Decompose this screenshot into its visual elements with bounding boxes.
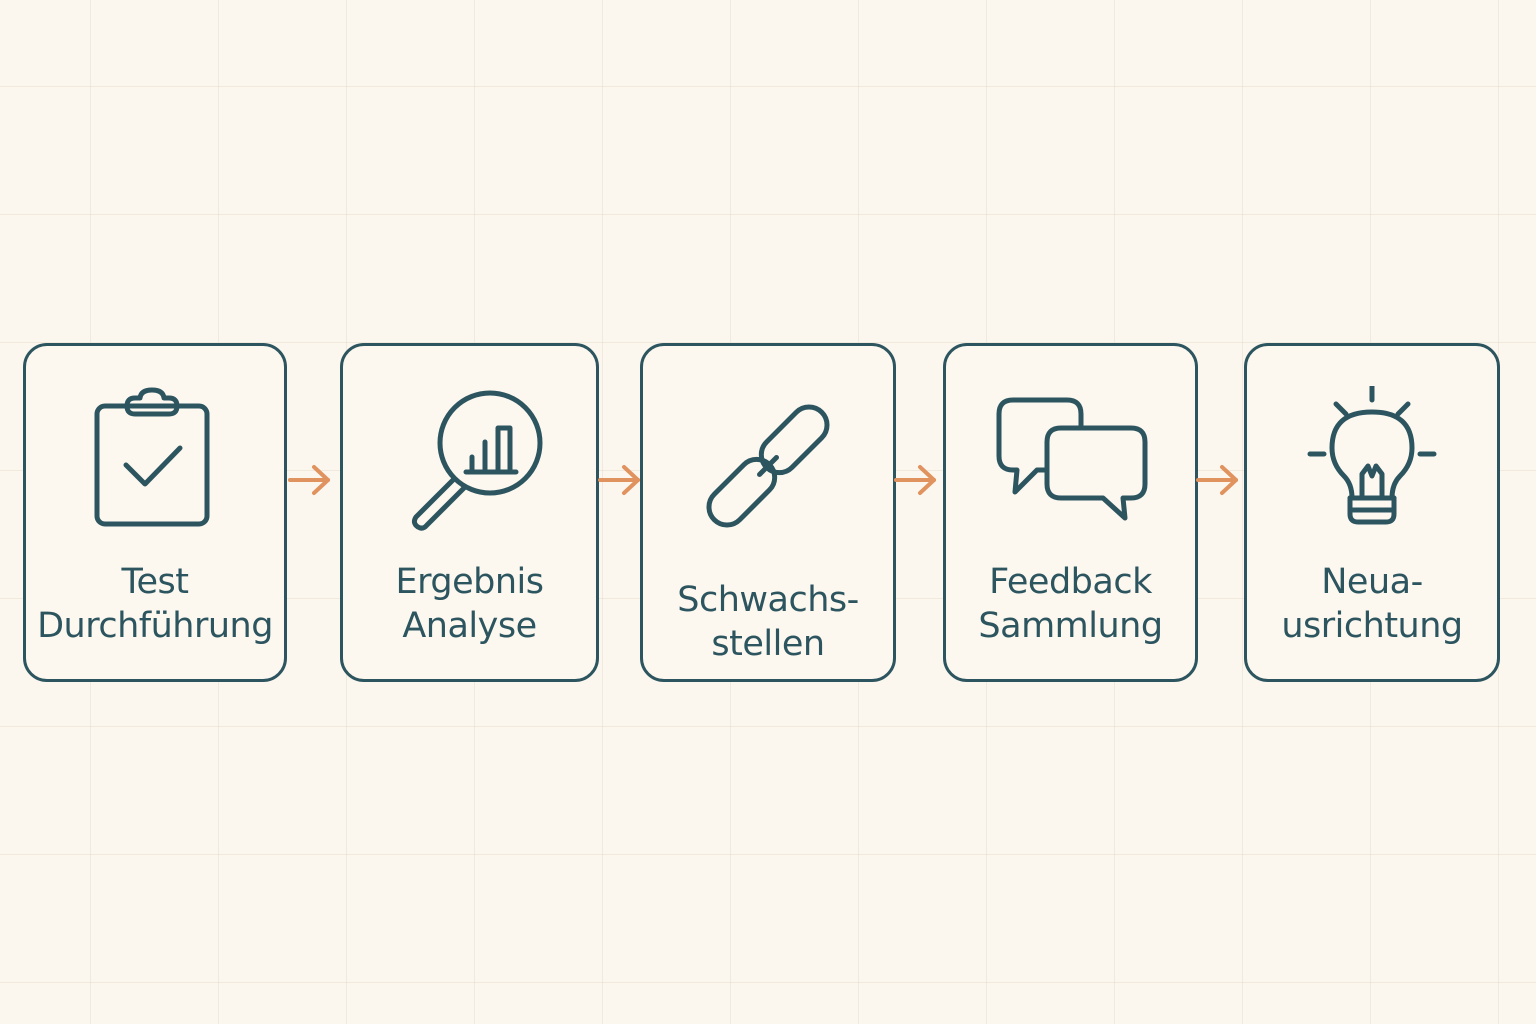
step-label-line-2: Durchführung [37,606,273,646]
step-label: Feedback Sammlung [946,560,1195,648]
flow-arrow-1 [288,462,332,498]
step-label: Neua- usrichtung [1247,560,1497,648]
step-ergebnis-analyse: Ergebnis Analyse [340,343,599,682]
step-feedback-sammlung: Feedback Sammlung [943,343,1198,682]
step-neuausrichtung: Neua- usrichtung [1244,343,1500,682]
speech-bubbles-icon [991,386,1151,546]
magnifier-chart-icon [390,386,550,546]
step-label-line-1: Test [121,562,189,602]
step-label-line-2: stellen [711,624,825,664]
clipboard-check-icon [75,386,235,546]
broken-link-icon [688,386,848,546]
step-label-line-1: Neua- [1321,562,1423,602]
step-label-line-2: usrichtung [1281,606,1463,646]
step-label-line-2: Sammlung [978,606,1163,646]
step-schwachstellen: Schwachs- stellen [640,343,896,682]
step-label: Schwachs- stellen [643,578,893,666]
step-label-line-1: Schwachs- [677,580,859,620]
lightbulb-icon [1292,386,1452,546]
step-label-line-1: Feedback [989,562,1152,602]
flow-arrow-2 [598,462,642,498]
step-label-line-2: Analyse [402,606,537,646]
step-label: Ergebnis Analyse [343,560,596,648]
step-label: Test Durchführung [26,560,284,648]
step-label-line-1: Ergebnis [395,562,545,602]
flow-arrow-3 [894,462,938,498]
flow-arrow-4 [1196,462,1240,498]
step-test-durchfuehrung: Test Durchführung [23,343,287,682]
